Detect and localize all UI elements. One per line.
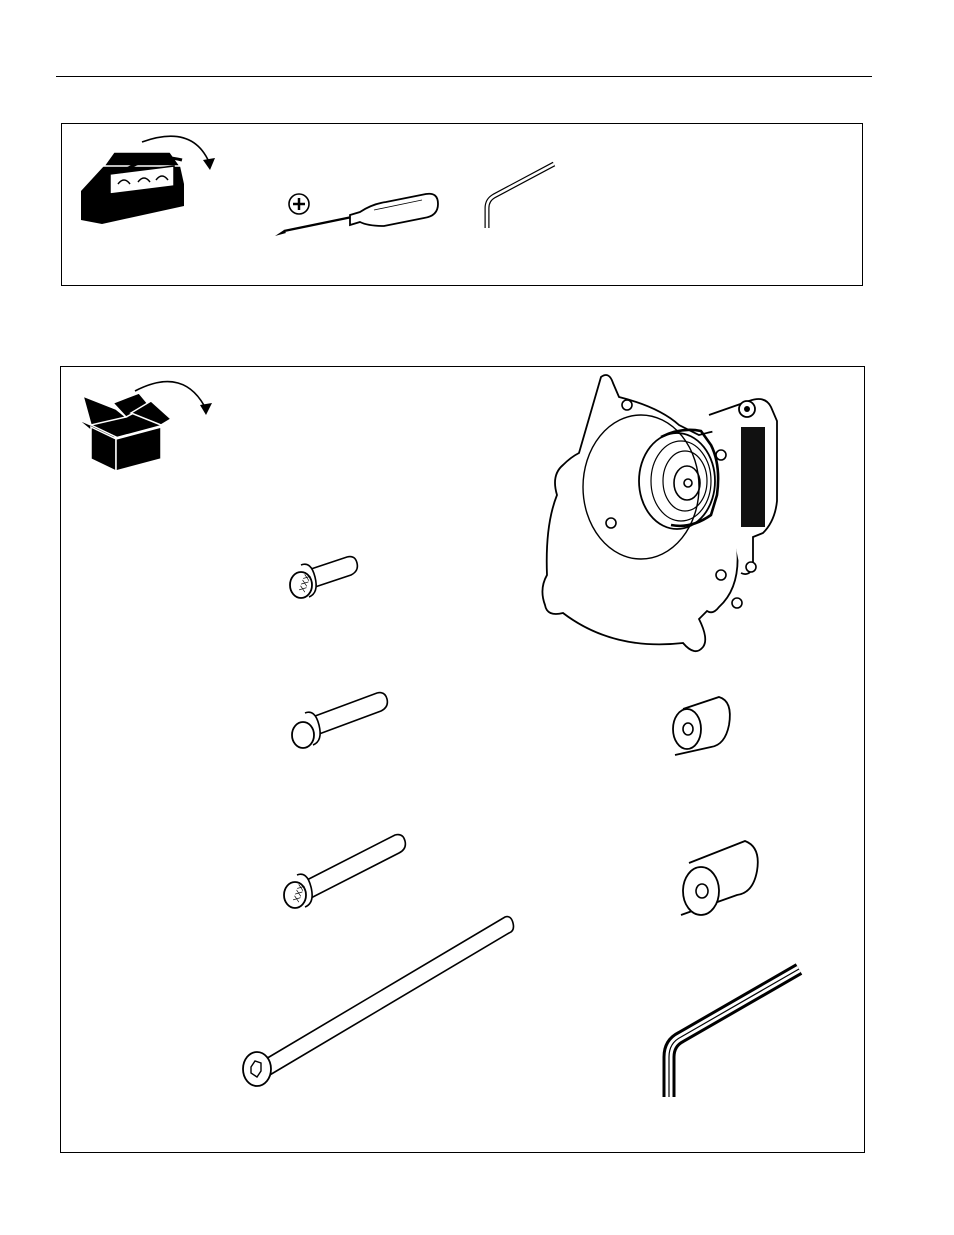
toolbox-icon [81, 136, 215, 224]
header-rule [56, 76, 872, 77]
short-screw-icon: XXX [290, 557, 357, 598]
small-hex-key-icon [487, 164, 554, 228]
extra-long-button-head-screw-icon [243, 917, 514, 1086]
phillips-screwdriver-icon [275, 194, 438, 236]
long-screw-icon: XXX [284, 835, 405, 908]
medium-screw-icon [292, 693, 387, 748]
tools-required-panel [61, 123, 863, 286]
open-box-icon [77, 382, 212, 471]
parts-included-panel: XXX XXX [60, 366, 865, 1153]
large-hex-key-icon [669, 969, 799, 1097]
mounting-adapter-plate-icon [542, 375, 777, 651]
spacer-short-icon [673, 697, 730, 755]
spacer-long-icon [681, 841, 758, 915]
